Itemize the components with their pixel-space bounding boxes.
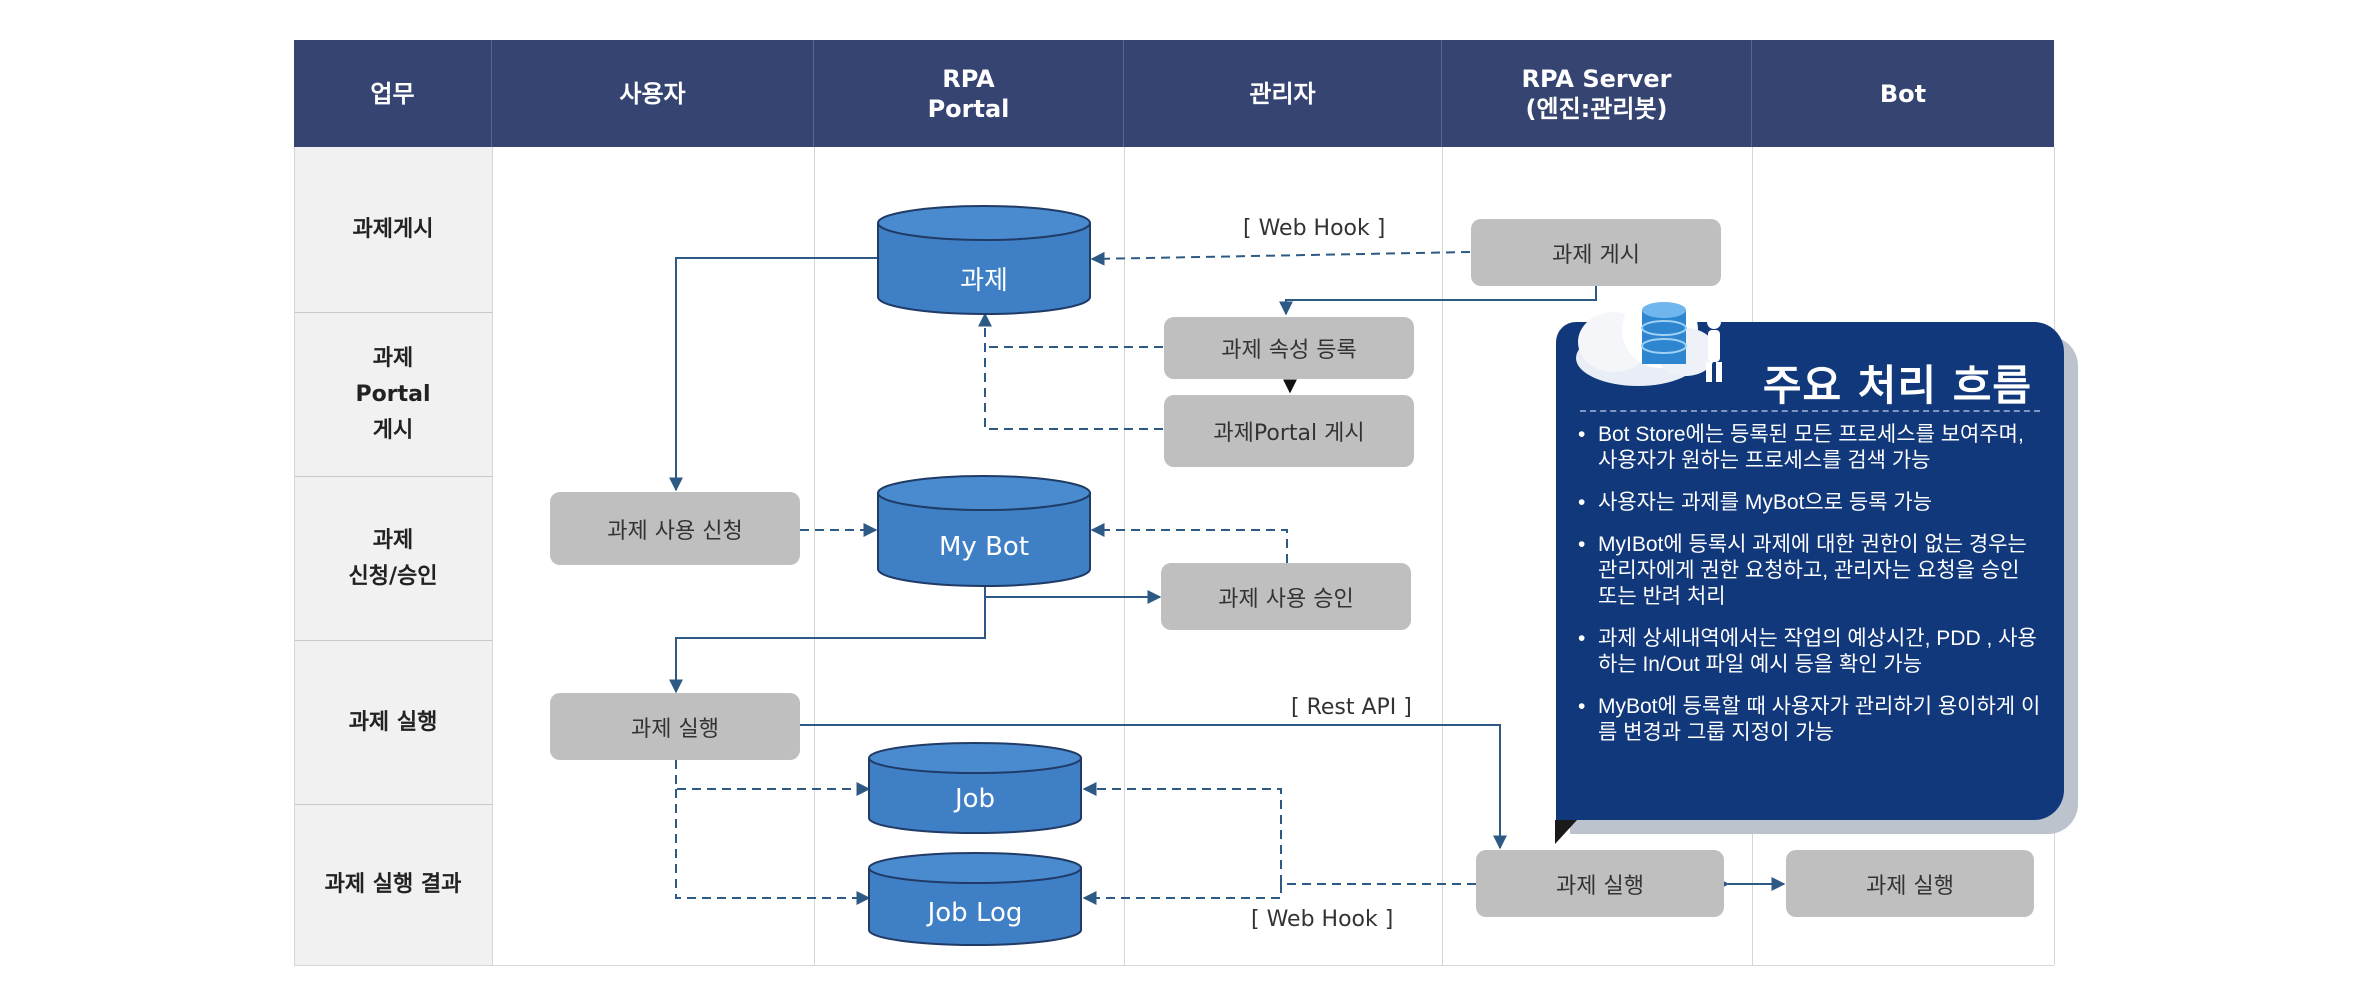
server-run-box: 과제 실행 [1476, 850, 1724, 917]
row-label-portal-post: 과제 Portal 게시 [294, 313, 492, 477]
portal-post-to-task [978, 312, 1163, 430]
row-label-run: 과제 실행 [294, 641, 492, 805]
webhook-bottom-label: [ Web Hook ] [1251, 907, 1394, 932]
header-task: 업무 [294, 40, 492, 147]
task-cylinder-label: 과제 [960, 266, 1008, 296]
webhook-to-joblog [1082, 883, 1476, 905]
panel-fold-corner [1555, 820, 1577, 844]
job-cylinder-label: Job [954, 784, 996, 814]
server-post-label: 과제 게시 [1552, 242, 1640, 268]
portal-post-label: 과제Portal 게시 [1213, 421, 1365, 446]
run-to-joblog [675, 789, 871, 905]
header-rpa-server-label: RPA Server (엔진:관리봇) [1521, 64, 1672, 123]
mybot-to-run [669, 597, 986, 694]
grid-line [1442, 147, 1443, 965]
panel-item: MyBot에 등록할 때 사용자가 관리하기 용이하게 이름 변경과 그룹 지정… [1576, 694, 2044, 746]
cloud-database-illustration [1568, 280, 1738, 404]
use-request-label: 과제 사용 신청 [607, 518, 743, 544]
user-run-box: 과제 실행 [550, 693, 800, 760]
row-label-portal-post-text: 과제 Portal 게시 [355, 345, 431, 443]
server-post-box: 과제 게시 [1471, 219, 1721, 286]
cylinder-icon [868, 742, 1082, 834]
row-label-request-approve-text: 과제 신청/승인 [348, 527, 438, 589]
task-cylinder: 과제 [877, 205, 1091, 315]
user-run-label: 과제 실행 [631, 716, 719, 742]
grid-line [1124, 147, 1125, 965]
mybot-to-approve [984, 586, 1162, 604]
portal-post-box: 과제Portal 게시 [1164, 395, 1414, 467]
arrow-to-attr-register [1279, 277, 1597, 316]
attr-register-label: 과제 속성 등록 [1221, 338, 1357, 363]
grid-line [492, 147, 493, 965]
run-to-job [675, 760, 871, 796]
cylinder-icon [877, 475, 1091, 587]
bot-run-label: 과제 실행 [1866, 873, 1954, 899]
grid-line [814, 147, 815, 965]
grid-line [294, 147, 295, 965]
row-label-run-text: 과제 실행 [348, 709, 438, 735]
row-label-result: 과제 실행 결과 [294, 805, 492, 965]
header-bot: Bot [1752, 40, 2054, 147]
header-admin-label: 관리자 [1249, 79, 1316, 108]
mybot-cylinder-label: My Bot [938, 532, 1030, 562]
webhook-arrow-to-task [1090, 251, 1471, 266]
task-to-use-request [669, 257, 877, 492]
key-flow-panel: 주요 처리 흐름 Bot Store에는 등록된 모든 프로세스를 보여주며, … [1555, 292, 2064, 844]
header-bot-label: Bot [1879, 79, 1927, 108]
server-run-label: 과제 실행 [1556, 873, 1644, 899]
panel-item: 과제 상세내역에서는 작업의 예상시간, PDD , 사용하는 In/Out 파… [1576, 626, 2044, 678]
header-user: 사용자 [492, 40, 814, 147]
job-cylinder: Job [868, 742, 1082, 834]
row-label-request-approve: 과제 신청/승인 [294, 477, 492, 641]
header-user-label: 사용자 [619, 79, 686, 108]
panel-item: MyIBot에 등록시 과제에 대한 권한이 없는 경우는 관리자에게 권한 요… [1576, 532, 2044, 610]
panel-title: 주요 처리 흐름 [1762, 361, 2032, 410]
panel-item: 사용자는 과제를 MyBot으로 등록 가능 [1576, 490, 2044, 516]
use-approve-label: 과제 사용 승인 [1218, 586, 1354, 612]
joblog-cylinder-label: Job Log [927, 898, 1023, 928]
rest-api-label: [ Rest API ] [1291, 695, 1412, 720]
webhook-to-job [1082, 782, 1282, 884]
header-rpa-server: RPA Server (엔진:관리봇) [1442, 40, 1752, 147]
header-task-label: 업무 [370, 79, 415, 108]
panel-divider [1580, 410, 2040, 412]
mybot-cylinder: My Bot [877, 475, 1091, 587]
approve-to-mybot [1090, 523, 1288, 563]
attr-register-box: 과제 속성 등록 [1164, 317, 1414, 379]
grid-bottom-line [294, 965, 2054, 966]
cylinder-icon [877, 205, 1091, 315]
joblog-cylinder: Job Log [868, 852, 1082, 946]
row-label-result-text: 과제 실행 결과 [324, 872, 462, 897]
cylinder-icon [868, 852, 1082, 946]
rest-api-arrow [800, 724, 1507, 850]
use-approve-box: 과제 사용 승인 [1161, 563, 1411, 630]
header-rpa-portal: RPA Portal [814, 40, 1124, 147]
row-label-post-text: 과제게시 [352, 216, 434, 242]
panel-item: Bot Store에는 등록된 모든 프로세스를 보여주며, 사용자가 원하는 … [1576, 422, 2044, 474]
use-request-box: 과제 사용 신청 [550, 492, 800, 565]
webhook-top-label: [ Web Hook ] [1243, 216, 1386, 241]
bot-run-box: 과제 실행 [1786, 850, 2034, 917]
header-rpa-portal-label: RPA Portal [927, 64, 1010, 123]
header-admin: 관리자 [1124, 40, 1442, 147]
row-label-post: 과제게시 [294, 147, 492, 313]
cloud-database-icon [1576, 292, 1722, 386]
panel-list: Bot Store에는 등록된 모든 프로세스를 보여주며, 사용자가 원하는 … [1576, 422, 2044, 762]
